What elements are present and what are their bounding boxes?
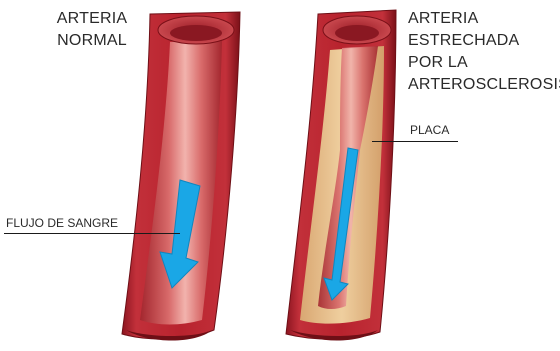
narrowed-label-line3: POR LA xyxy=(408,52,560,74)
normal-label-line1: ARTERIA xyxy=(52,8,132,30)
plaque-leader xyxy=(372,141,458,142)
normal-label-line2: NORMAL xyxy=(52,30,132,52)
narrowed-artery-inner-ring xyxy=(335,25,379,41)
normal-artery-label: ARTERIA NORMAL xyxy=(52,8,132,52)
plaque-label: PLACA xyxy=(410,123,449,137)
narrowed-label-line2: ESTRECHADA xyxy=(408,30,560,52)
blood-flow-leader xyxy=(4,233,180,234)
narrowed-label-line1: ARTERIA xyxy=(408,8,560,30)
narrowed-label-line4: ARTEROSCLEROSIS xyxy=(408,74,560,96)
blood-flow-label: FLUJO DE SANGRE xyxy=(6,216,118,230)
normal-artery xyxy=(122,12,240,341)
normal-artery-inner-ring xyxy=(170,25,222,41)
narrowed-artery-label: ARTERIA ESTRECHADA POR LA ARTEROSCLEROSI… xyxy=(408,8,560,96)
